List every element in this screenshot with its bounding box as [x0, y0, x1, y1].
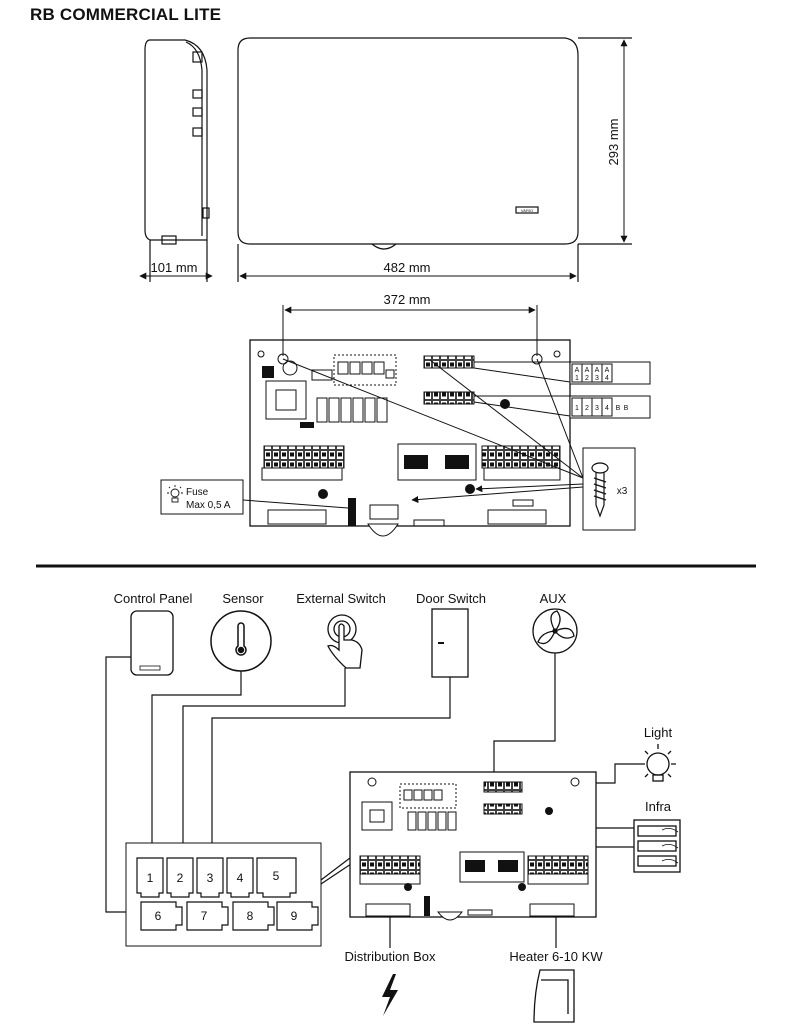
- width-dimension-label: 482 mm: [384, 260, 431, 275]
- rj-port-block: [125, 842, 322, 947]
- sensor-label: Sensor: [222, 591, 264, 606]
- port-7-label: 7: [201, 909, 208, 923]
- tag-b-letter-2: B: [624, 405, 629, 412]
- mount-hole-right: [531, 353, 543, 365]
- control-panel-label: Control Panel: [114, 591, 193, 606]
- tag-b-num-4: 4: [605, 405, 609, 412]
- fuse-callout: [160, 479, 349, 515]
- port-4-label: 4: [237, 871, 244, 885]
- control-panel-icon: [130, 610, 174, 676]
- tag-b-letter-1: B: [616, 405, 621, 412]
- infra-label: Infra: [645, 799, 672, 814]
- external-switch-label: External Switch: [296, 591, 386, 606]
- tag-a-num-4: 4: [605, 375, 609, 382]
- document-title: RB COMMERCIAL LITE: [30, 5, 222, 24]
- tag-a-num-3: 3: [595, 375, 599, 382]
- depth-dimension-label: 101 mm: [151, 260, 198, 275]
- tag-a-num-1: 1: [575, 375, 579, 382]
- enclosure-front-view: [237, 37, 632, 282]
- circuit-board-bottom: [349, 771, 597, 921]
- tag-a-num-2: 2: [585, 375, 589, 382]
- tag-b-num-2: 2: [585, 405, 589, 412]
- height-dimension-label: 293 mm: [606, 119, 621, 166]
- front-logo: VARIO: [521, 208, 533, 213]
- aux-label: AUX: [540, 591, 567, 606]
- screw-callout: [282, 358, 636, 531]
- push-button-hand-icon: [327, 614, 363, 669]
- port-3-label: 3: [207, 871, 214, 885]
- fuse-bulb-icon: [167, 485, 183, 503]
- infrared-heater-icon: [633, 819, 681, 873]
- screw-count: x3: [617, 486, 628, 497]
- door-switch-icon: [431, 608, 469, 678]
- fuse-rating: Max 0,5 A: [186, 500, 231, 511]
- tag-b-num-1: 1: [575, 405, 579, 412]
- tag-a-letter-4: A: [605, 367, 610, 374]
- screw-icon: [591, 462, 609, 518]
- thermometer-icon: [210, 610, 272, 672]
- heater-label: Heater 6-10 KW: [509, 949, 603, 964]
- port-9-label: 9: [291, 909, 298, 923]
- light-label: Light: [644, 725, 673, 740]
- tag-a-letter-3: A: [595, 367, 600, 374]
- door-switch-label: Door Switch: [416, 591, 486, 606]
- fuse-label: Fuse: [186, 487, 209, 498]
- mount-spacing-label: 372 mm: [384, 292, 431, 307]
- port-6-label: 6: [155, 909, 162, 923]
- distribution-box-label: Distribution Box: [344, 949, 436, 964]
- mount-hole-left: [277, 353, 289, 365]
- tag-b-num-3: 3: [595, 405, 599, 412]
- tag-a-letter-1: A: [575, 367, 580, 374]
- terminal-tag-b: [473, 395, 651, 419]
- port-2-label: 2: [177, 871, 184, 885]
- light-bulb-icon: [640, 744, 676, 782]
- tag-a-letter-2: A: [585, 367, 590, 374]
- lightning-bolt-icon: [382, 974, 398, 1016]
- port-5-label: 5: [273, 869, 280, 883]
- heater-icon: [533, 969, 575, 1023]
- circuit-board-top: [249, 305, 571, 537]
- fan-icon: [532, 608, 578, 654]
- port-1-label: 1: [147, 871, 154, 885]
- terminal-tag-a: [473, 361, 651, 385]
- enclosure-side-view: [144, 39, 210, 282]
- port-8-label: 8: [247, 909, 254, 923]
